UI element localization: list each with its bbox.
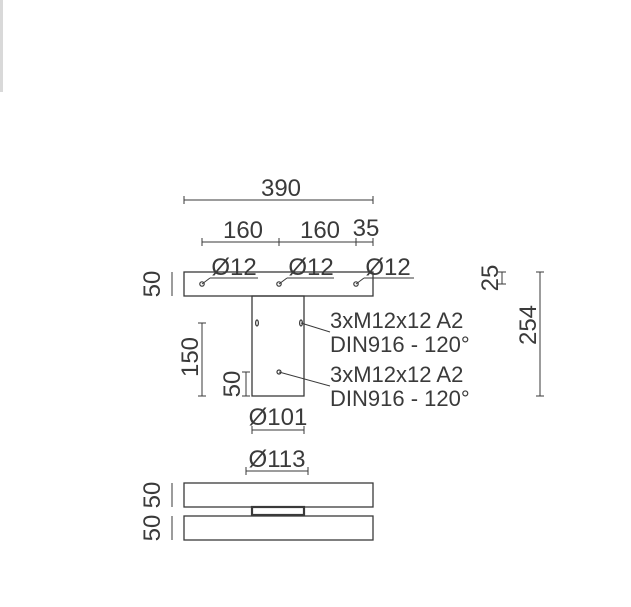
screw-leader-upper [300, 322, 331, 333]
label-50-base-1: 50 [139, 482, 166, 509]
hole-leader-3 [355, 277, 365, 285]
note-lower-2: DIN916 - 120° [330, 386, 470, 411]
label-113: Ø113 [249, 446, 306, 473]
note-upper-1: 3xM12x12 A2 [330, 308, 463, 333]
hole-leader-1 [201, 277, 211, 285]
hole-left [199, 281, 205, 287]
label-35: 35 [353, 215, 380, 242]
screw-front [276, 369, 282, 375]
label-254: 254 [515, 305, 542, 345]
label-390: 390 [261, 175, 301, 202]
label-25: 25 [477, 265, 504, 292]
hole-leader-2 [278, 277, 288, 285]
label-hole-1: Ø12 [211, 254, 256, 281]
hole-right [353, 281, 359, 287]
base-plate-lower [183, 515, 374, 541]
screw-left [255, 319, 260, 327]
label-50-top: 50 [139, 271, 166, 298]
label-50-base-2: 50 [139, 515, 166, 542]
screw-leader-lower [278, 371, 331, 387]
window-edge [0, 0, 3, 92]
note-lower-1: 3xM12x12 A2 [330, 362, 463, 387]
label-160-b: 160 [300, 217, 340, 244]
note-upper-2: DIN916 - 120° [330, 332, 470, 357]
label-150: 150 [177, 337, 204, 377]
vertical-tube [251, 295, 305, 397]
label-160-a: 160 [223, 217, 263, 244]
label-hole-3: Ø12 [365, 254, 410, 281]
label-50-screw: 50 [219, 371, 246, 398]
base-recess [250, 505, 306, 517]
base-plate-upper [183, 482, 374, 508]
hole-middle [276, 281, 282, 287]
label-101: Ø101 [249, 404, 308, 431]
label-hole-2: Ø12 [288, 254, 333, 281]
